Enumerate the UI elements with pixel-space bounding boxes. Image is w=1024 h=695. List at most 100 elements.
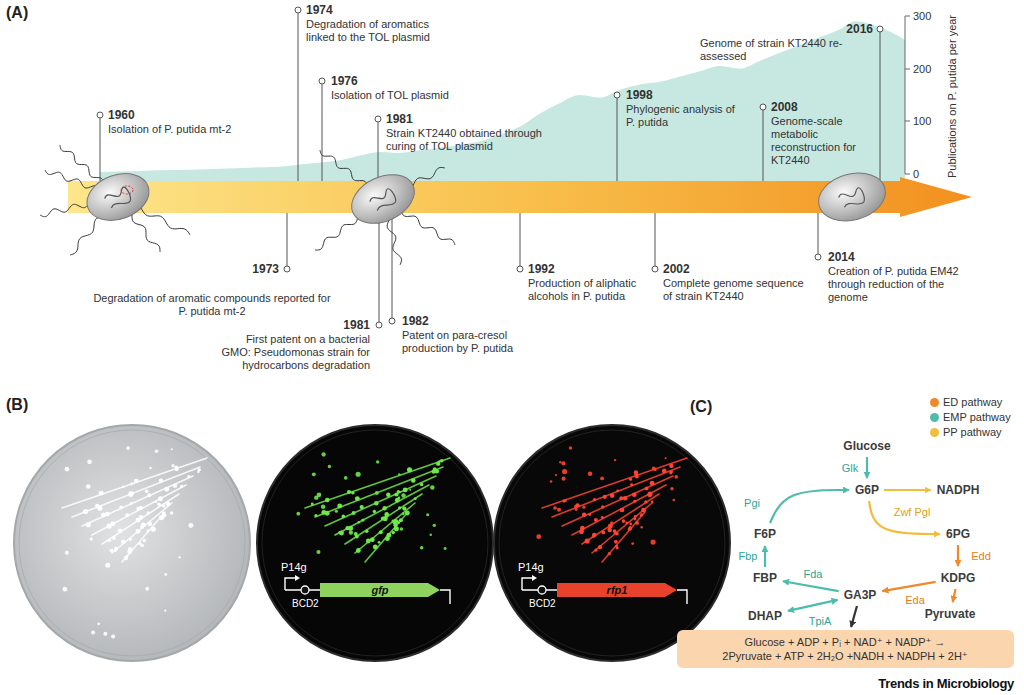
colony — [603, 495, 607, 499]
colony — [625, 521, 628, 524]
colony — [188, 523, 193, 528]
colony-streak — [92, 485, 186, 535]
colony — [86, 522, 91, 527]
event-text: Genome-scale metabolic reconstruction fo… — [771, 115, 866, 167]
colony — [400, 527, 403, 530]
metabolite-node: Glucose — [840, 437, 893, 455]
colony — [594, 518, 598, 522]
colony — [608, 524, 613, 529]
colony — [582, 512, 586, 516]
colony — [63, 587, 68, 592]
colony — [386, 493, 390, 497]
petri-dish — [257, 425, 493, 661]
colony — [139, 515, 144, 520]
colony — [321, 504, 326, 509]
promoter-arrow — [522, 578, 532, 590]
colony — [401, 493, 405, 497]
colony — [164, 610, 166, 612]
colony — [136, 529, 141, 534]
colony — [384, 512, 389, 517]
colony — [86, 484, 91, 489]
enzyme-label: Zwf Pgl — [894, 506, 931, 519]
year-marker — [652, 266, 658, 272]
gene-label: rfp1 — [607, 584, 628, 597]
petri-dish — [14, 425, 250, 661]
legend-item: EMP pathway — [930, 411, 1011, 424]
colony — [392, 531, 395, 534]
colony — [397, 490, 400, 493]
colony — [110, 549, 114, 553]
colony — [645, 487, 649, 491]
colony — [402, 506, 406, 510]
year-label: 1981 — [386, 112, 413, 126]
event-text: Creation of P. putida EM42 through reduc… — [828, 265, 978, 304]
equation-text: Glucose + ADP + Pᵢ + NAD⁺ + NADP⁺ → 2Pyr… — [721, 635, 970, 663]
colony — [409, 489, 411, 491]
colony — [128, 492, 133, 497]
colony — [588, 471, 593, 476]
cell-body — [813, 166, 891, 228]
axis-tick: 0 — [913, 168, 919, 181]
year-marker — [319, 78, 325, 84]
year-label: 1973 — [252, 262, 279, 276]
colony-streak — [315, 467, 443, 517]
year-label: 2016 — [846, 22, 873, 36]
colony — [118, 529, 123, 534]
year-marker — [760, 104, 766, 110]
colony — [91, 631, 95, 635]
colony — [159, 478, 163, 482]
colony — [335, 510, 338, 513]
colony — [127, 549, 132, 554]
colony — [126, 554, 128, 556]
colony — [171, 464, 174, 467]
year-label: 1976 — [331, 74, 358, 88]
colony — [178, 556, 180, 558]
axis-tick: 200 — [913, 63, 931, 76]
colony — [374, 501, 379, 506]
plate-rim — [19, 430, 245, 656]
colony — [426, 513, 429, 516]
colony — [355, 496, 360, 501]
colony — [630, 483, 633, 486]
enzyme-label: Pgi — [744, 497, 760, 510]
plate-rim — [499, 430, 725, 656]
colony-streak — [582, 494, 659, 544]
legend-swatch — [930, 398, 939, 407]
legend-swatch — [930, 413, 939, 422]
colony — [356, 472, 361, 477]
year-label: 1981 — [343, 318, 370, 332]
colony — [97, 622, 100, 625]
year-markers — [97, 7, 883, 328]
terminator-line — [677, 590, 687, 604]
colony — [414, 497, 417, 500]
colony — [651, 500, 654, 503]
event-text: First patent on a bacterial GMO: Pseudom… — [220, 333, 370, 372]
colony — [65, 551, 69, 555]
colony — [669, 464, 673, 468]
colony — [342, 515, 346, 519]
colony — [337, 504, 342, 509]
colony — [635, 475, 639, 479]
colony — [138, 542, 142, 546]
colony — [157, 502, 160, 505]
colony — [444, 547, 447, 550]
metabolite-node: KDPG — [938, 569, 979, 587]
metabolite-node: FBP — [750, 569, 780, 587]
colony — [650, 539, 655, 544]
event-text: Genome of strain KT2440 re-assessed — [700, 37, 870, 63]
colony — [134, 479, 139, 484]
enzyme-label: Fda — [804, 568, 823, 581]
promoter-head — [295, 575, 300, 581]
colony — [622, 519, 626, 523]
metabolite-name: GA3P — [844, 588, 877, 602]
colony — [373, 545, 378, 550]
plasmid — [121, 186, 133, 194]
colony — [601, 505, 604, 508]
colony — [354, 532, 358, 536]
colony — [365, 529, 369, 533]
colony — [129, 537, 132, 540]
event-text: Degradation of aromatic compounds report… — [92, 292, 332, 318]
colony — [585, 538, 590, 543]
nucleoid — [103, 186, 132, 210]
colony — [662, 470, 665, 473]
